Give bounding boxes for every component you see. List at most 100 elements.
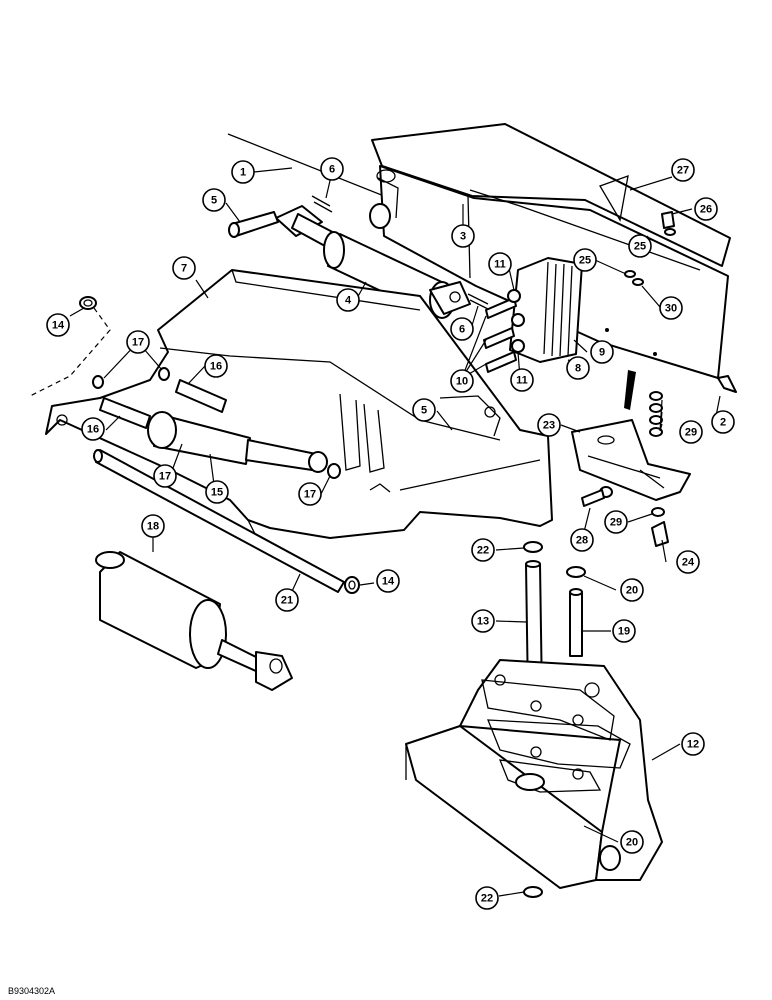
callout-circle (451, 224, 475, 248)
callout-circle (475, 886, 499, 910)
swing-cylinder (95, 551, 293, 691)
callout-circle (570, 528, 594, 552)
callout-22: 22 (475, 886, 499, 910)
callout-13: 13 (471, 609, 495, 633)
callout-24: 24 (676, 550, 700, 574)
callout-circle (231, 160, 255, 184)
callout-16: 16 (81, 417, 105, 441)
callout-label: 11 (516, 375, 528, 387)
callouts: 1234556678910111112131414151616171717181… (46, 157, 735, 910)
callout-25: 25 (628, 234, 652, 258)
callout-16: 16 (204, 354, 228, 378)
callout-26: 26 (694, 197, 718, 221)
callout-label: 17 (132, 337, 144, 349)
callout-circle (488, 252, 512, 276)
ring-17-b (158, 367, 170, 381)
callout-label: 19 (618, 626, 630, 638)
callout-29: 29 (604, 510, 628, 534)
callout-10: 10 (450, 369, 474, 393)
pin-16-front (99, 397, 151, 429)
callout-30: 30 (659, 296, 683, 320)
callout-label: 17 (159, 471, 171, 483)
callout-label: 5 (211, 195, 217, 207)
callout-label: 23 (543, 420, 555, 432)
callout-circle (510, 368, 534, 392)
callout-9: 9 (590, 340, 614, 364)
pivot-shaft (93, 449, 345, 593)
pin-5-upper (228, 211, 279, 238)
callout-label: 25 (634, 241, 646, 253)
middle-hydraulic-cylinder (147, 411, 328, 473)
callout-22: 22 (471, 538, 495, 562)
callout-circle (81, 417, 105, 441)
callout-label: 21 (281, 595, 293, 607)
bolt-28 (581, 489, 605, 507)
callout-label: 11 (494, 259, 506, 271)
callout-label: 30 (665, 303, 677, 315)
callout-circle (126, 330, 150, 354)
callout-20: 20 (620, 830, 644, 854)
callout-17: 17 (298, 482, 322, 506)
callout-23: 23 (537, 413, 561, 437)
callout-circle (711, 410, 735, 434)
callout-circle (620, 578, 644, 602)
callout-11: 11 (488, 252, 512, 276)
callout-1: 1 (231, 160, 255, 184)
callout-label: 9 (599, 347, 605, 359)
callout-28: 28 (570, 528, 594, 552)
callout-18: 18 (141, 514, 165, 538)
callout-27: 27 (671, 158, 695, 182)
callout-circle (590, 340, 614, 364)
callout-circle (659, 296, 683, 320)
pin-16-rear (175, 379, 227, 413)
callout-circle (628, 234, 652, 258)
callout-7: 7 (172, 256, 196, 280)
callout-label: 15 (211, 487, 223, 499)
callout-label: 29 (610, 517, 622, 529)
callout-label: 25 (579, 255, 591, 267)
callout-2: 2 (711, 410, 735, 434)
callout-circle (202, 188, 226, 212)
callout-circle (172, 256, 196, 280)
callout-label: 16 (210, 361, 222, 373)
callout-15: 15 (205, 480, 229, 504)
retaining-ring-14-top (79, 296, 97, 310)
callout-label: 16 (87, 424, 99, 436)
cotter-pin-6-lower (467, 293, 491, 311)
callout-label: 6 (329, 164, 335, 176)
callout-label: 12 (687, 739, 699, 751)
callout-circle (471, 538, 495, 562)
callout-circle (298, 482, 322, 506)
callout-label: 17 (304, 489, 316, 501)
ring-17-d (327, 463, 341, 479)
callout-circle (620, 830, 644, 854)
callout-circle (205, 480, 229, 504)
callout-17: 17 (153, 464, 177, 488)
arrow-indicator (624, 370, 636, 410)
callout-circle (671, 158, 695, 182)
callout-circle (204, 354, 228, 378)
figure-reference: B9304302A (8, 986, 56, 996)
callout-21: 21 (275, 588, 299, 612)
callout-8: 8 (566, 356, 590, 380)
callout-19: 19 (612, 619, 636, 643)
callout-14: 14 (376, 569, 400, 593)
callout-14: 14 (46, 313, 70, 337)
callout-circle (320, 157, 344, 181)
callout-label: 27 (677, 165, 689, 177)
callout-label: 28 (576, 535, 588, 547)
callout-label: 22 (477, 545, 489, 557)
callout-circle (412, 398, 436, 422)
callout-label: 29 (685, 427, 697, 439)
callout-label: 13 (477, 616, 489, 628)
callout-3: 3 (451, 224, 475, 248)
callout-label: 5 (421, 405, 427, 417)
washers-29 (599, 391, 665, 517)
wear-pad (509, 257, 583, 363)
callout-circle (450, 317, 474, 341)
callout-label: 18 (147, 521, 159, 533)
callout-label: 3 (460, 231, 466, 243)
pivot-bracket (571, 419, 691, 501)
callout-label: 20 (626, 585, 638, 597)
